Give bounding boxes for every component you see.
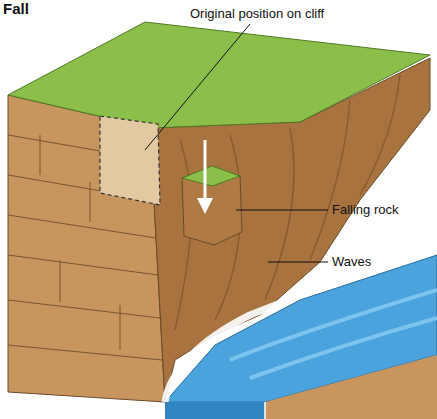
diagram-title: Fall: [3, 1, 29, 16]
callout-label: Waves: [332, 254, 371, 269]
original-position: [100, 116, 160, 205]
leader-line: [145, 24, 250, 150]
fall-arrow-head: [197, 198, 213, 214]
leader-line: [268, 262, 328, 263]
rock-face: [8, 95, 165, 402]
sea-floor: [265, 355, 437, 419]
callout-label: Falling rock: [332, 202, 398, 217]
leader-line: [236, 210, 328, 211]
fall-arrow: [204, 140, 207, 200]
callout-label: Original position on cliff: [190, 6, 324, 21]
grass-top: [8, 22, 430, 128]
water-front: [165, 402, 265, 419]
